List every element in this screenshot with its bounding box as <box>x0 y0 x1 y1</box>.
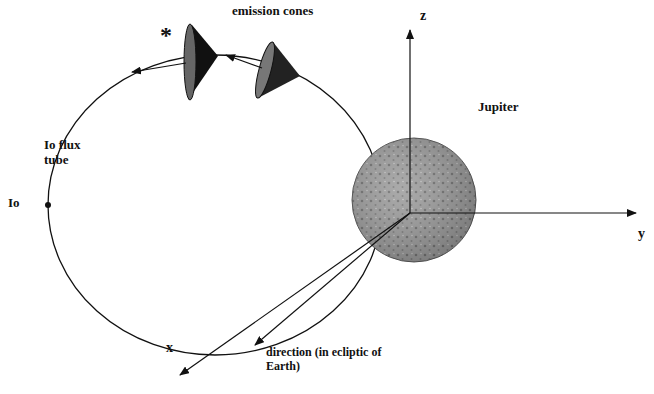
jupiter-label: Jupiter <box>478 100 518 115</box>
emission-arrow <box>226 55 262 68</box>
z-axis <box>409 30 410 213</box>
cone-opening <box>184 24 196 100</box>
emission-cones-label: emission cones <box>232 4 313 19</box>
flux-tube-label: Io flux tube <box>44 138 94 168</box>
axis-label: x <box>166 340 173 356</box>
direction-label: direction (in ecliptic of Earth) <box>266 346 416 374</box>
emission-arrow <box>132 63 186 72</box>
jupiter-shade <box>352 138 476 262</box>
y-axis <box>410 212 636 213</box>
cone-opening <box>252 40 279 99</box>
jupiter-planet <box>352 138 476 262</box>
earth-direction-arrow <box>255 213 410 345</box>
flux-tube <box>48 55 382 355</box>
axis-label: y <box>638 226 645 242</box>
io-moon <box>45 202 51 208</box>
axis-label: z <box>420 8 426 24</box>
asterisk-mark: * <box>160 22 172 50</box>
io-label: Io <box>8 196 20 211</box>
